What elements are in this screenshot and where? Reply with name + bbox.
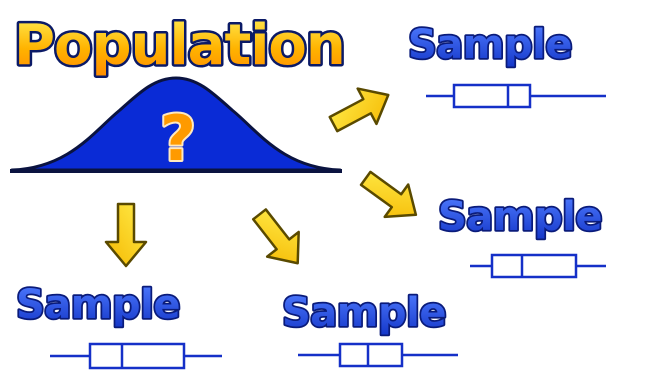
boxplot-icon: [470, 253, 606, 279]
boxplot-icon: [50, 342, 222, 370]
sample-label-top-right: Sample: [408, 22, 572, 68]
question-mark-icon: ?: [160, 102, 196, 175]
sample-label-bottom-middle: Sample: [282, 290, 446, 336]
sample-label-middle-right: Sample: [438, 194, 602, 240]
arrow-to-sample-bottom-left: [104, 202, 148, 268]
arrow-to-sample-bottom-middle: [242, 200, 315, 277]
arrow-to-sample-middle-right: [352, 160, 429, 233]
sample-label-bottom-left: Sample: [16, 282, 180, 328]
population-title: Population: [14, 13, 345, 78]
arrow-to-sample-top-right: [322, 76, 399, 143]
boxplot-icon: [426, 83, 606, 109]
boxplot-icon: [298, 342, 458, 368]
bell-curve-icon: [10, 76, 342, 173]
